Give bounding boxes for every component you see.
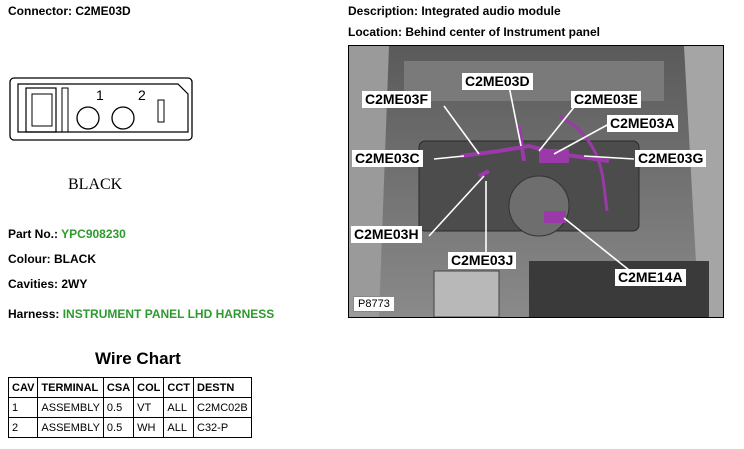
table-cell: C32-P — [193, 417, 252, 438]
column-header: CAV — [7, 377, 39, 398]
colour-text: Colour: BLACK — [8, 252, 96, 266]
connector-face-drawing: 1 2 — [9, 77, 193, 141]
table-cell: ALL — [163, 417, 194, 438]
pin-2-label: 2 — [138, 87, 146, 103]
part-number: Part No.: YPC908230 — [8, 227, 126, 241]
harness-value: INSTRUMENT PANEL LHD HARNESS — [62, 307, 275, 321]
table-cell: 0.5 — [102, 417, 135, 438]
part-number-label: Part No.: — [8, 227, 59, 241]
location-photo: C2ME03F C2ME03D C2ME03E C2ME03A C2ME03C … — [348, 45, 724, 318]
pin-1-label: 1 — [96, 87, 104, 103]
connector-color-caption: BLACK — [68, 176, 123, 193]
image-code: P8773 — [353, 296, 395, 312]
table-cell: 0.5 — [102, 397, 135, 418]
callout-c2me03a: C2ME03A — [607, 115, 678, 132]
table-cell: ASSEMBLY — [37, 417, 104, 438]
column-header: DESTN — [193, 377, 252, 398]
description-text: Description: Integrated audio module — [348, 4, 561, 18]
table-cell: 1 — [7, 397, 39, 418]
table-row: 1 ASSEMBLY 0.5 VT ALL C2MC02B — [7, 397, 252, 418]
table-row: 2 ASSEMBLY 0.5 WH ALL C32-P — [7, 417, 252, 438]
callout-c2me03f: C2ME03F — [362, 91, 432, 108]
column-header: TERMINAL — [37, 377, 104, 398]
callout-c2me03c: C2ME03C — [352, 150, 423, 167]
callout-c2me03e: C2ME03E — [571, 91, 641, 108]
harness-highlight — [460, 114, 610, 223]
callout-leader-lines — [428, 85, 635, 275]
harness: Harness: INSTRUMENT PANEL LHD HARNESS — [8, 307, 274, 321]
table-cell: ALL — [163, 397, 194, 418]
connector-title: Connector: C2ME03D — [8, 4, 131, 18]
harness-label: Harness: — [8, 307, 60, 321]
cavities-text: Cavities: 2WY — [8, 277, 88, 291]
table-cell: VT — [133, 397, 165, 418]
column-header: CCT — [163, 377, 194, 398]
callout-c2me03h: C2ME03H — [351, 226, 422, 243]
table-cell: C2MC02B — [193, 397, 252, 418]
column-header: CSA — [102, 377, 135, 398]
callout-c2me03d: C2ME03D — [462, 73, 533, 90]
table-cell: ASSEMBLY — [37, 397, 104, 418]
table-cell: 2 — [7, 417, 39, 438]
callout-c2me03j: C2ME03J — [448, 252, 517, 269]
callout-c2me03g: C2ME03G — [635, 150, 707, 167]
table-cell: WH — [133, 417, 165, 438]
wire-chart-table: CAV TERMINAL CSA COL CCT DESTN 1 ASSEMBL… — [7, 377, 252, 438]
table-header-row: CAV TERMINAL CSA COL CCT DESTN — [7, 377, 252, 398]
part-number-value: YPC908230 — [61, 227, 126, 241]
location-text: Location: Behind center of Instrument pa… — [348, 25, 601, 39]
column-header: COL — [133, 377, 165, 398]
callout-c2me14a: C2ME14A — [615, 269, 686, 286]
wire-chart-title: Wire Chart — [95, 349, 181, 368]
